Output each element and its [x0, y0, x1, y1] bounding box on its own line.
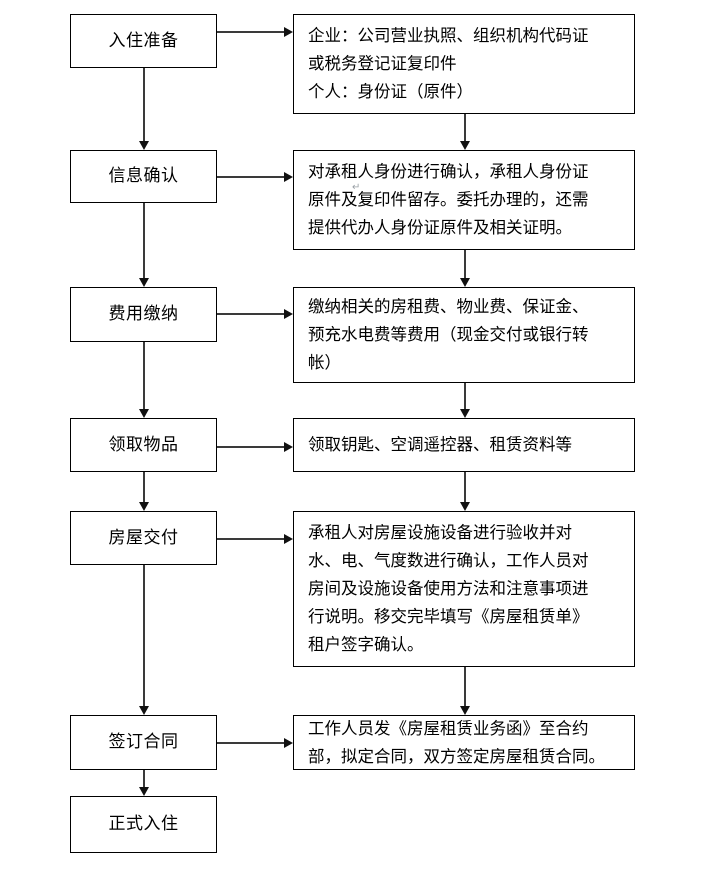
arrowhead-detail3-to-detail4 [460, 409, 470, 418]
detail-node-6[interactable]: 工作人员发《房屋租赁业务函》至合约 部，拟定合同，双方签定房屋租赁合同。 [293, 715, 635, 770]
arrowhead-detail4-to-detail5 [460, 502, 470, 511]
arrowhead-detail2-to-detail3 [460, 278, 470, 287]
stage-node-3[interactable]: 费用缴纳 [70, 287, 217, 342]
stage-node-4[interactable]: 领取物品 [70, 418, 217, 472]
arrowhead-detail5-to-detail6 [460, 706, 470, 715]
connector-stage2-to-detail2 [217, 176, 284, 178]
stage-node-3-label: 费用缴纳 [108, 304, 179, 324]
arrowhead-stage5-to-stage6 [139, 706, 149, 715]
connector-stage5-to-stage6 [143, 565, 145, 706]
connector-stage2-to-stage3 [143, 203, 145, 278]
stage-node-2-label: 信息确认 [108, 166, 179, 186]
stage-node-5-label: 房屋交付 [108, 527, 179, 548]
stage-node-6[interactable]: 签订合同 [70, 715, 217, 770]
detail-node-3-text: 缴纳相关的房租费、物业费、保证金、 预充水电费等费用（现金交付或银行转 帐） [308, 297, 589, 372]
detail-node-2-text: 对承租人身份进行确认，承租人身份证 原件及复印件留存。委托办理的，还需 提供代办… [308, 162, 589, 237]
arrowhead-stage6-to-detail6 [284, 738, 293, 748]
stage-node-6-label: 签订合同 [108, 732, 179, 752]
detail-node-1[interactable]: 企业：公司营业执照、组织机构代码证 或税务登记证复印件 个人：身份证（原件） [293, 14, 635, 114]
arrowhead-stage2-to-detail2 [284, 172, 293, 182]
detail-node-2[interactable]: 对承租人身份进行确认，承租人身份证 原件及复印件留存。委托办理的，还需 提供代办… [293, 150, 635, 250]
detail-node-3[interactable]: 缴纳相关的房租费、物业费、保证金、 预充水电费等费用（现金交付或银行转 帐） [293, 287, 635, 383]
connector-detail4-to-detail5 [464, 472, 466, 502]
detail-node-4[interactable]: 领取钥匙、空调遥控器、租赁资料等 [293, 418, 635, 472]
connector-stage5-to-detail5 [217, 538, 284, 540]
detail-node-1-text: 企业：公司营业执照、组织机构代码证 或税务登记证复印件 个人：身份证（原件） [308, 26, 589, 101]
connector-stage1-to-stage2 [143, 68, 145, 141]
connector-detail5-to-detail6 [464, 667, 466, 706]
connector-detail3-to-detail4 [464, 383, 466, 409]
connector-stage4-to-stage5 [143, 472, 145, 502]
arrowhead-stage1-to-detail1 [284, 27, 293, 37]
detail-node-5[interactable]: 承租人对房屋设施设备进行验收并对 水、电、气度数进行确认，工作人员对 房间及设施… [293, 511, 635, 667]
stage-node-2[interactable]: 信息确认 [70, 150, 217, 203]
stage-node-7[interactable]: 正式入住 [70, 796, 217, 853]
stage-node-1-label: 入住准备 [108, 30, 179, 51]
connector-stage6-to-stage7 [143, 770, 145, 787]
connector-stage6-to-detail6 [217, 742, 284, 744]
connector-stage3-to-detail3 [217, 313, 284, 315]
stage-node-5[interactable]: 房屋交付 [70, 511, 217, 565]
arrowhead-stage4-to-detail4 [284, 442, 293, 452]
detail-node-6-text: 工作人员发《房屋租赁业务函》至合约 部，拟定合同，双方签定房屋租赁合同。 [308, 718, 605, 766]
arrowhead-detail1-to-detail2 [460, 141, 470, 150]
arrowhead-stage3-to-detail3 [284, 309, 293, 319]
connector-stage4-to-detail4 [217, 446, 284, 448]
detail-node-4-text: 领取钥匙、空调遥控器、租赁资料等 [308, 435, 572, 454]
arrowhead-stage2-to-stage3 [139, 278, 149, 287]
arrowhead-stage3-to-stage4 [139, 409, 149, 418]
arrowhead-stage1-to-stage2 [139, 141, 149, 150]
stage-node-1[interactable]: 入住准备 [70, 14, 217, 68]
arrowhead-stage6-to-stage7 [139, 787, 149, 796]
detail-node-5-text: 承租人对房屋设施设备进行验收并对 水、电、气度数进行确认，工作人员对 房间及设施… [308, 523, 589, 654]
paragraph-mark-icon: ↵ [352, 182, 361, 193]
arrowhead-stage5-to-detail5 [284, 534, 293, 544]
stage-node-4-label: 领取物品 [108, 434, 179, 455]
connector-detail2-to-detail3 [464, 250, 466, 278]
connector-stage3-to-stage4 [143, 342, 145, 409]
stage-node-7-label: 正式入住 [108, 814, 179, 834]
connector-detail1-to-detail2 [464, 114, 466, 141]
arrowhead-stage4-to-stage5 [139, 502, 149, 511]
connector-stage1-to-detail1 [217, 31, 284, 33]
